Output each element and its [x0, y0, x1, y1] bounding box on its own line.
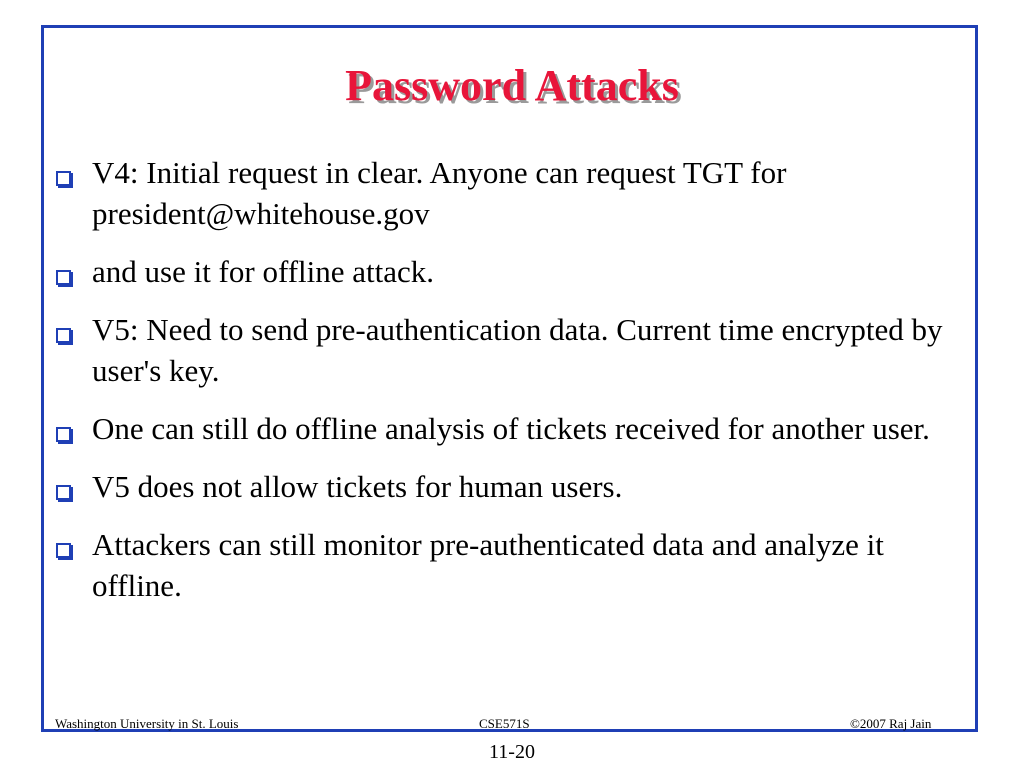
bullet-item: V5 does not allow tickets for human user… [52, 466, 972, 507]
bullet-item: Attackers can still monitor pre-authenti… [52, 524, 972, 606]
bullet-item: One can still do offline analysis of tic… [52, 408, 972, 449]
hollow-square-bullet-icon [56, 543, 71, 558]
bullet-text: V4: Initial request in clear. Anyone can… [92, 155, 787, 231]
bullet-item: V5: Need to send pre-authentication data… [52, 309, 972, 391]
footer-institution: Washington University in St. Louis [55, 716, 239, 731]
bullet-text: V5: Need to send pre-authentication data… [92, 312, 943, 388]
slide-frame [41, 25, 978, 732]
bullet-text: Attackers can still monitor pre-authenti… [92, 527, 884, 603]
hollow-square-bullet-icon [56, 328, 71, 343]
footer-course: CSE571S [479, 716, 530, 731]
bullet-text: and use it for offline attack. [92, 254, 435, 289]
bullet-list: V4: Initial request in clear. Anyone can… [52, 152, 972, 623]
hollow-square-bullet-icon [56, 427, 71, 442]
page-number: 11-20 [489, 741, 535, 763]
bullet-item: and use it for offline attack. [52, 251, 972, 292]
slide-title: Password Attacks [345, 61, 679, 110]
hollow-square-bullet-icon [56, 485, 71, 500]
hollow-square-bullet-icon [56, 171, 71, 186]
bullet-item: V4: Initial request in clear. Anyone can… [52, 152, 972, 234]
bullet-text: One can still do offline analysis of tic… [92, 411, 930, 446]
bullet-text: V5 does not allow tickets for human user… [92, 469, 623, 504]
footer-copyright: ©2007 Raj Jain [850, 716, 932, 731]
hollow-square-bullet-icon [56, 270, 71, 285]
